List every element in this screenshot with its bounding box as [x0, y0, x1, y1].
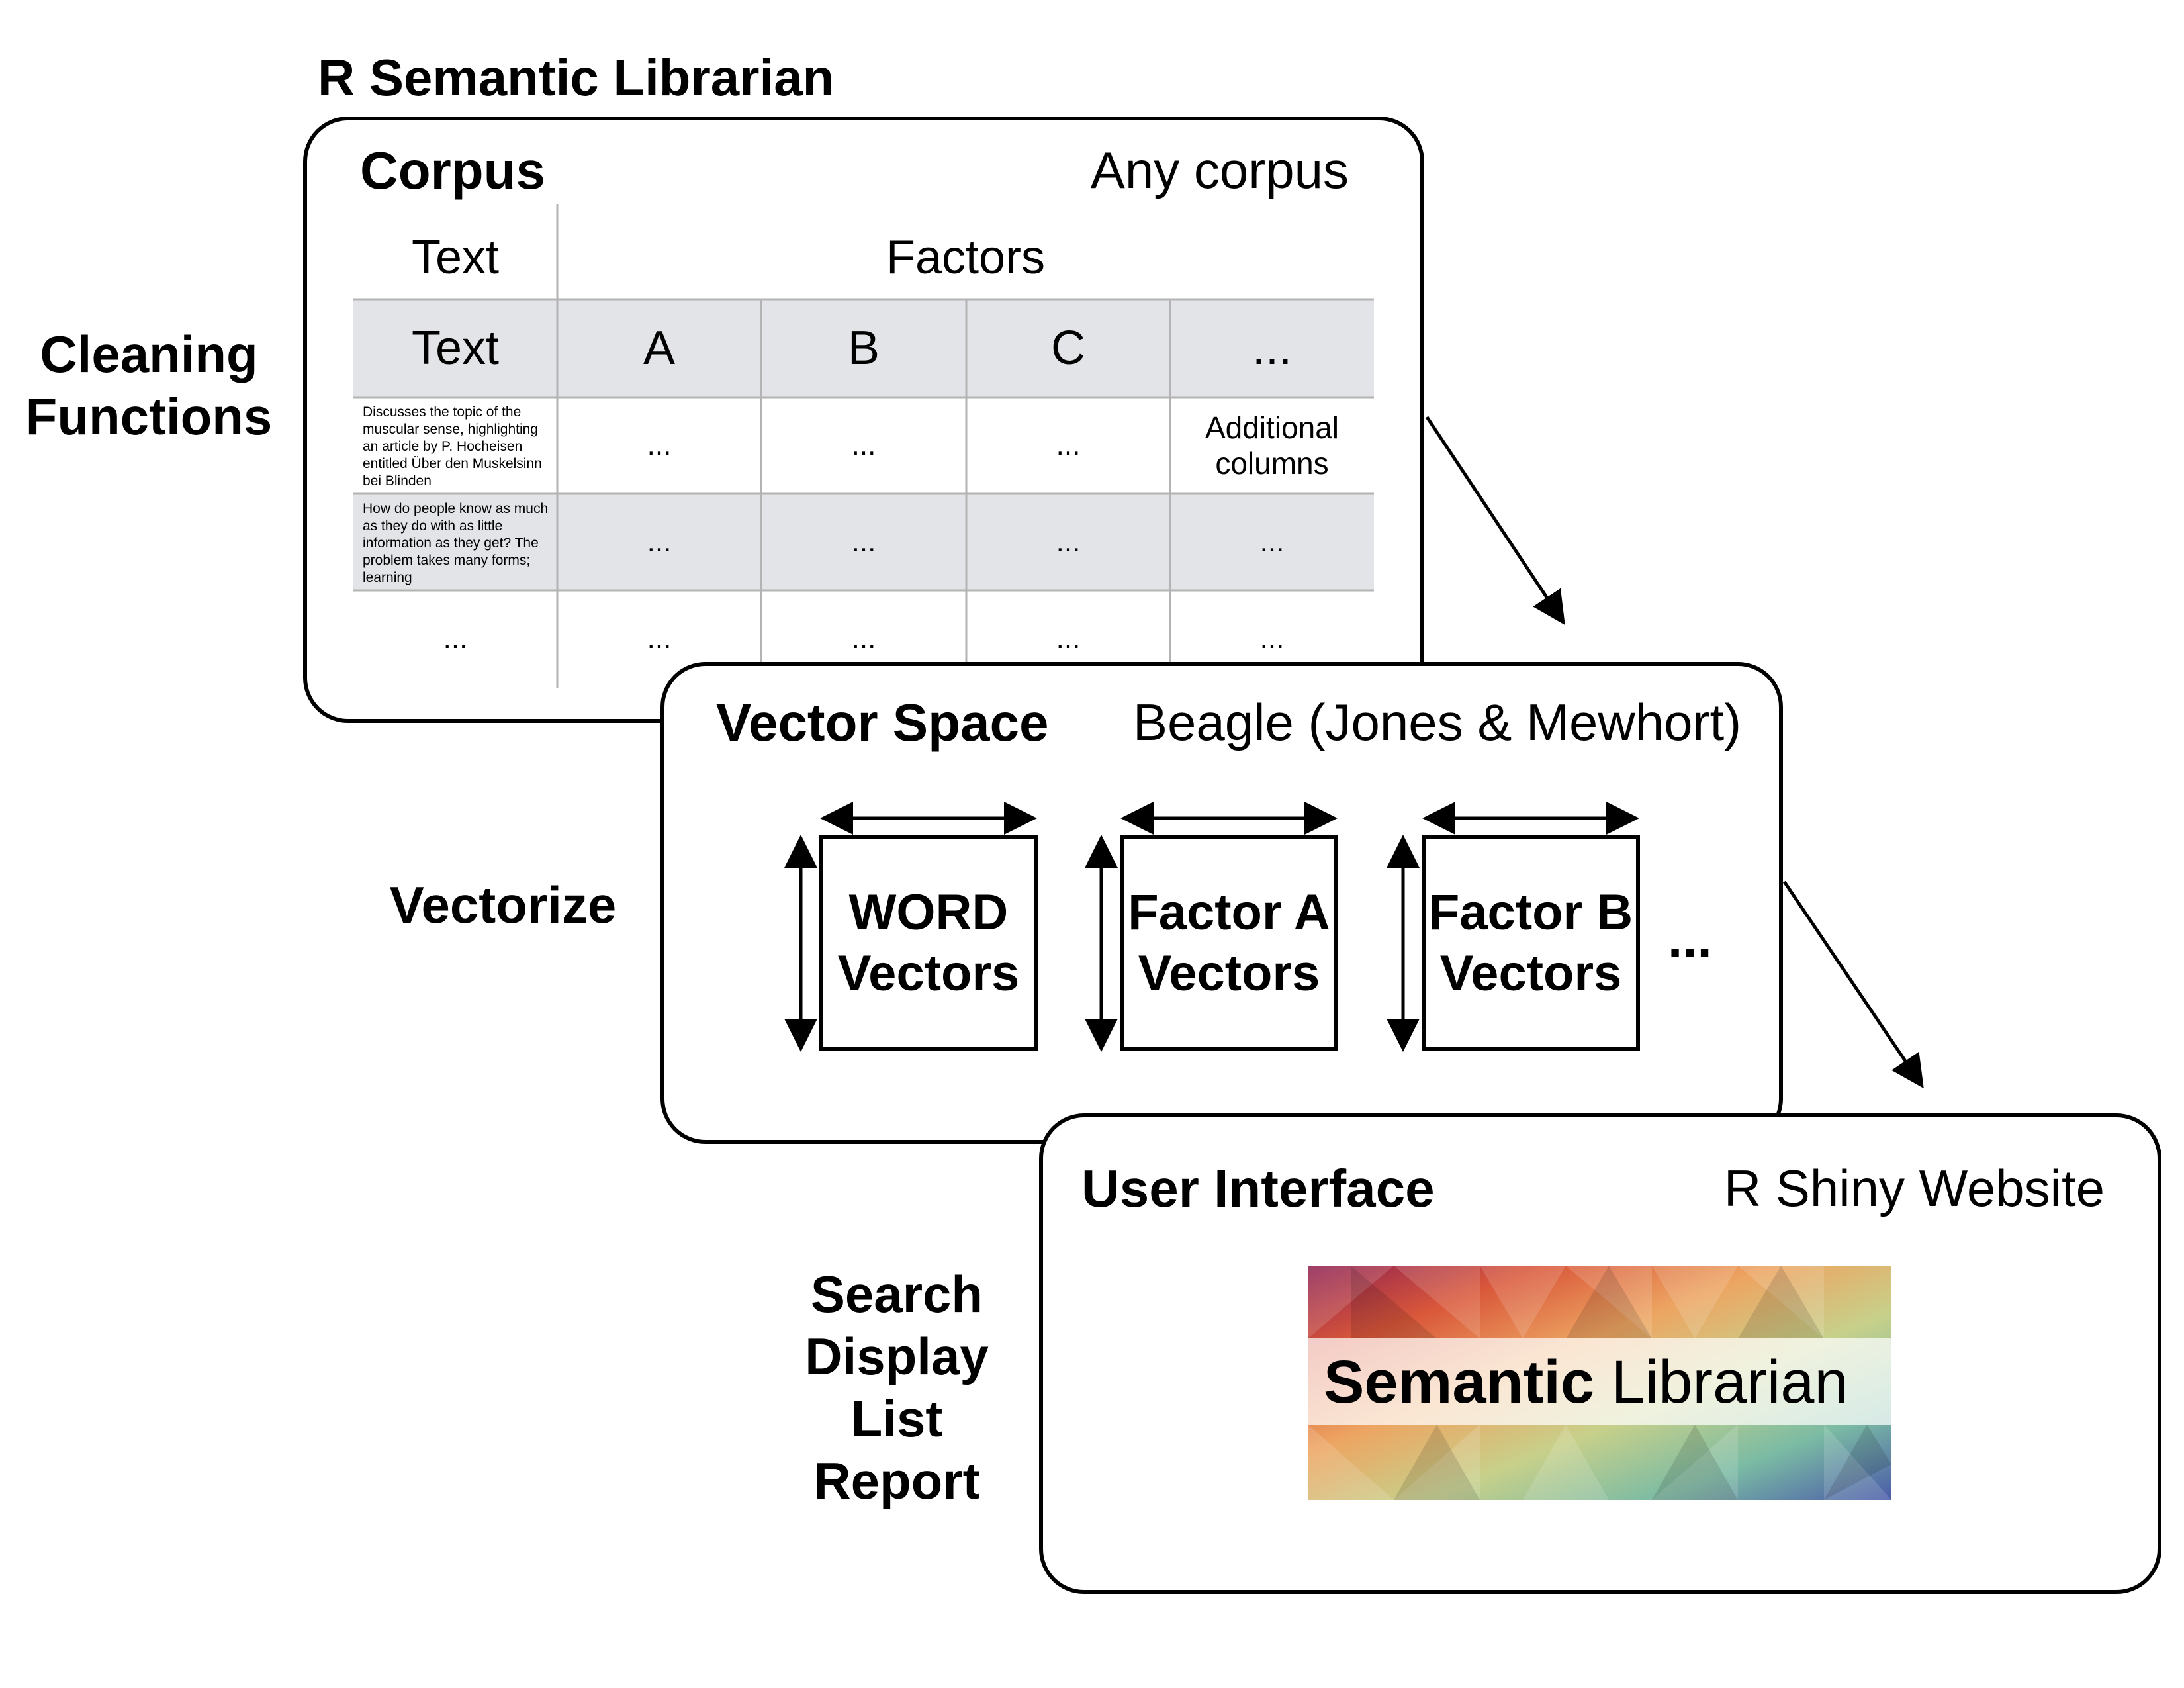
report-action: Report [813, 1452, 980, 1510]
cleaning-line-1: Cleaning [40, 325, 258, 383]
row-3-cell-c: ... [1056, 622, 1081, 655]
row-2-cell-a: ... [647, 526, 672, 558]
logo-word-librarian: Librarian [1611, 1348, 1848, 1416]
diagram-title: R Semantic Librarian [318, 48, 835, 107]
column-header-b: B [847, 322, 880, 375]
row-2-cell-more: ... [1259, 526, 1285, 558]
user-interface-subtitle: R Shiny Website [1723, 1159, 2105, 1217]
semantic-librarian-logo: Semantic Librarian [1308, 1266, 1891, 1500]
list-action: List [850, 1389, 943, 1448]
corpus-subtitle: Any corpus [1090, 141, 1349, 199]
factor-a-vectors-line-1: Factor A [1128, 884, 1330, 941]
text-group-header: Text [411, 231, 500, 284]
corpus-panel [303, 117, 1424, 723]
row-1-cell-a: ... [647, 429, 672, 461]
column-header-a: A [643, 322, 676, 375]
row-3-text: ... [443, 622, 468, 655]
factor-b-vectors-line-1: Factor B [1428, 884, 1633, 941]
vector-space-title: Vector Space [716, 693, 1049, 752]
cleaning-line-2: Functions [25, 387, 273, 445]
search-action: Search [810, 1265, 983, 1323]
factor-a-vectors-line-2: Vectors [1138, 945, 1320, 1002]
cleaning-functions-label: Cleaning Functions [20, 323, 278, 447]
word-vectors-line-1: WORD [848, 884, 1009, 941]
corpus-title: Corpus [360, 141, 545, 200]
logo-text-band [1308, 1338, 1891, 1425]
user-interface-title: User Interface [1081, 1159, 1435, 1218]
column-header-text: Text [411, 322, 500, 375]
row-2-text: How do people know as much as they do wi… [363, 501, 549, 585]
row-3-cell-a: ... [647, 622, 672, 655]
column-header-more: ... [1251, 322, 1292, 375]
header-row-shading [353, 299, 1374, 397]
factor-b-vectors-line-2: Vectors [1439, 945, 1622, 1002]
vectorize-label: Vectorize [389, 876, 617, 934]
logo-wordmark: Semantic Librarian [1324, 1348, 1848, 1417]
row-1-text: Discusses the topic of the muscular sens… [363, 404, 542, 489]
word-vectors-line-2: Vectors [837, 945, 1020, 1002]
row-2-cell-b: ... [851, 526, 876, 558]
factors-group-header: Factors [886, 231, 1046, 284]
logo-word-semantic: Semantic [1324, 1348, 1595, 1416]
row-2-cell-c: ... [1056, 526, 1081, 558]
vector-space-subtitle: Beagle (Jones & Mewhort) [1133, 693, 1742, 751]
vector-ellipsis: ... [1668, 909, 1712, 968]
row-3-cell-more: ... [1259, 622, 1285, 655]
row-1-cell-additional: Additional columns [1205, 410, 1340, 481]
row-1-cell-b: ... [851, 429, 876, 461]
ui-actions-label: Search Display List Report [774, 1263, 1019, 1512]
row-3-cell-b: ... [851, 622, 876, 655]
row-1-cell-c: ... [1056, 429, 1081, 461]
row-2-shading [353, 494, 1374, 590]
display-action: Display [805, 1327, 989, 1385]
column-header-c: C [1051, 322, 1085, 375]
